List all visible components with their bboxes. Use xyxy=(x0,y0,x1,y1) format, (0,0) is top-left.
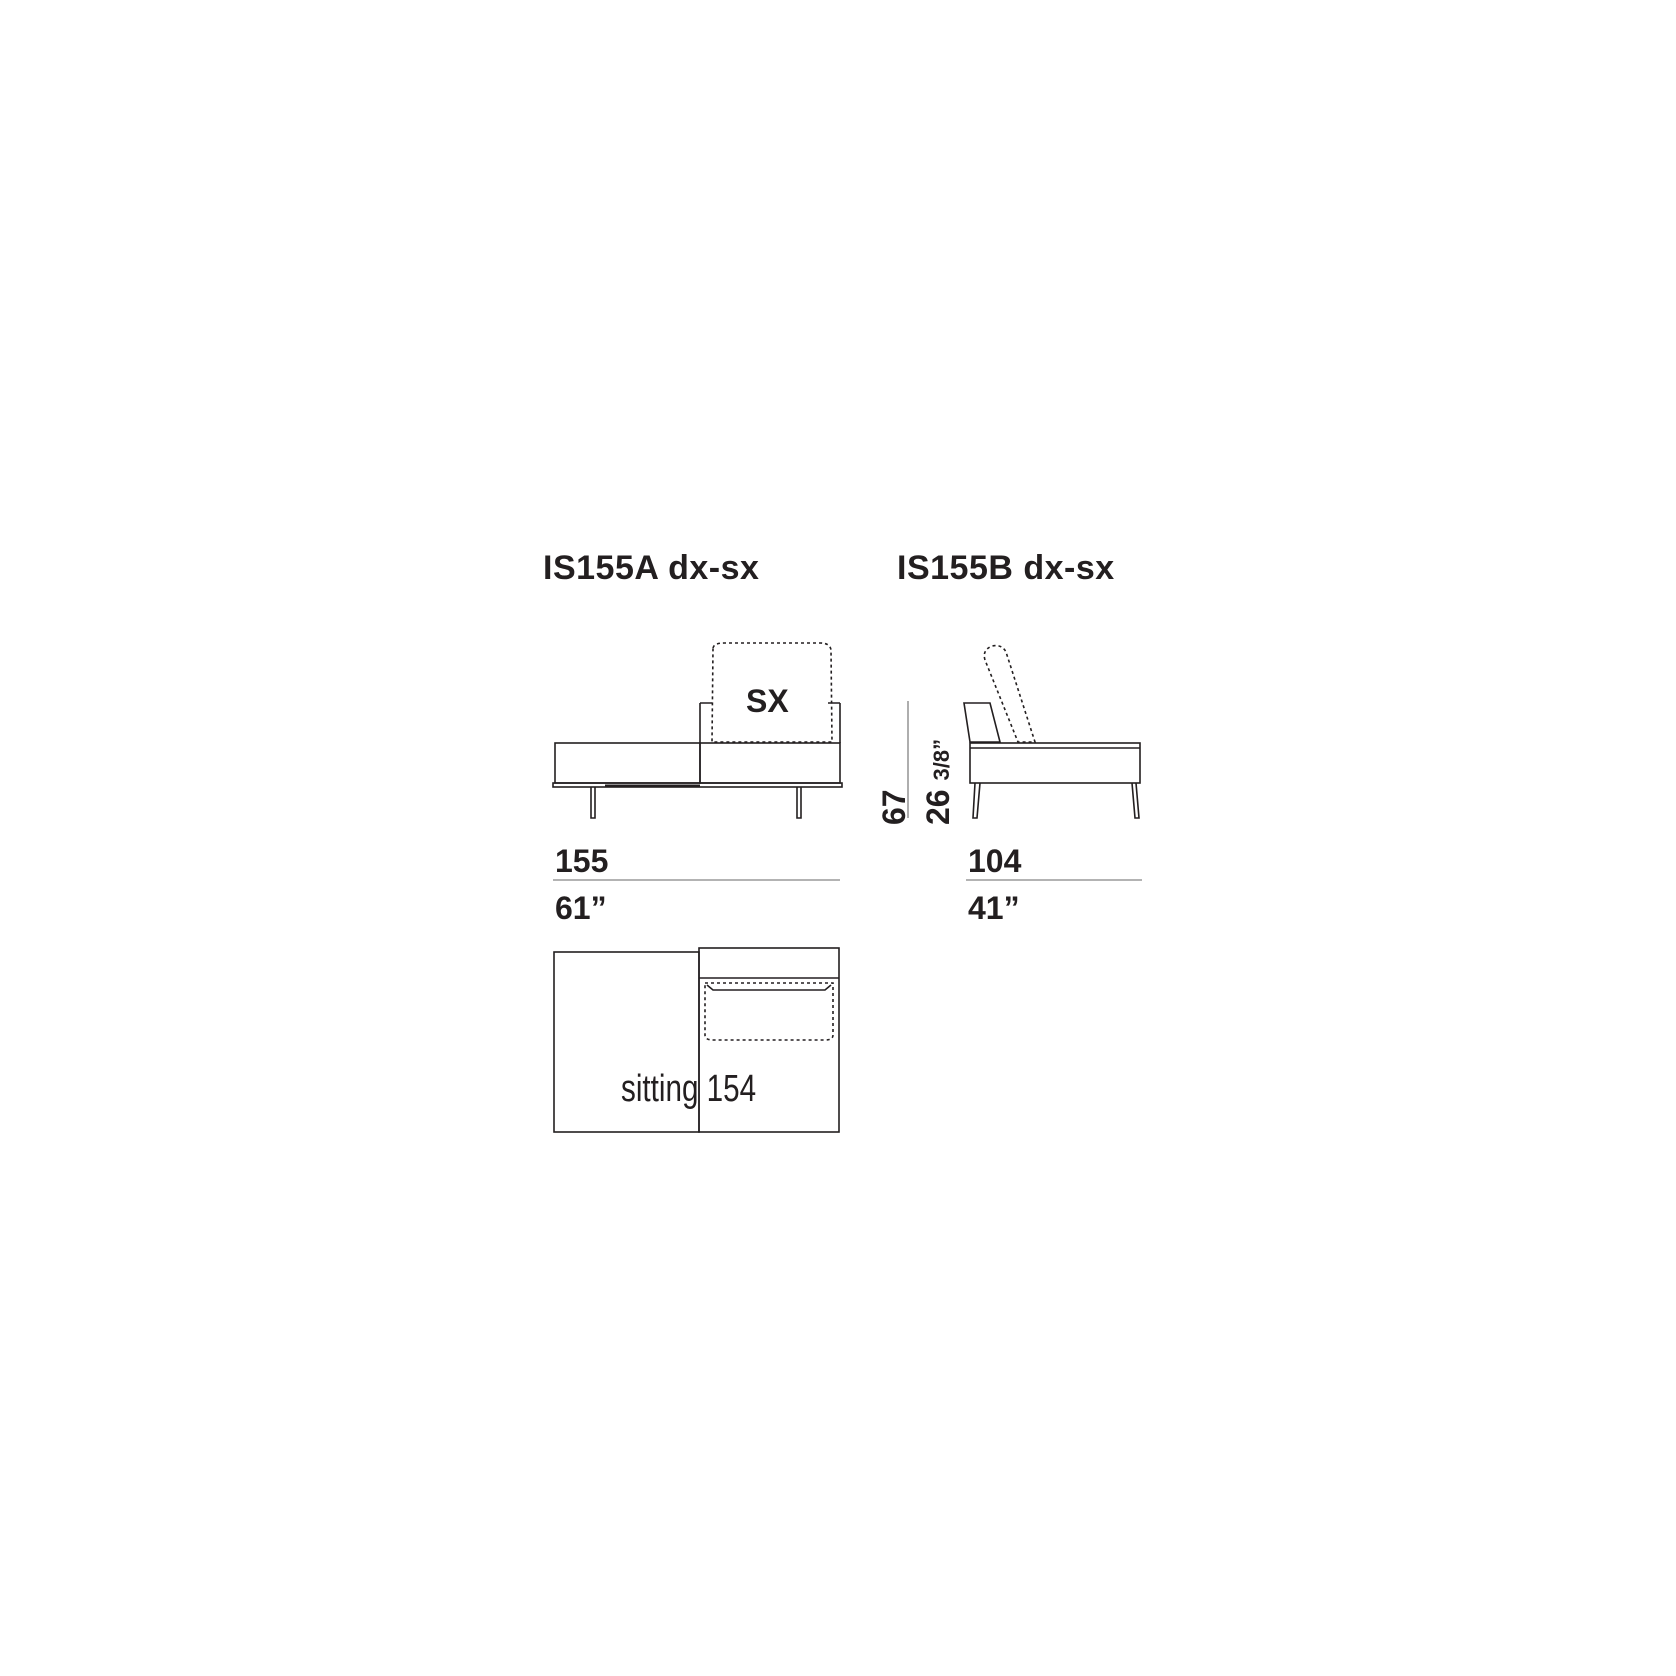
side-back-support xyxy=(963,702,1002,743)
chaise-seat xyxy=(554,742,701,784)
leg-right xyxy=(796,787,802,819)
module-a-width-in: 61” xyxy=(555,890,607,926)
side-leg-front xyxy=(972,782,981,819)
module-a-plan-view xyxy=(553,947,840,1133)
plan-back-frame xyxy=(706,984,832,991)
module-a-front-view xyxy=(552,642,843,819)
plan-back-cushion xyxy=(704,982,834,1041)
seat-height-fraction: 3/8” xyxy=(929,738,954,781)
seat-block xyxy=(699,742,841,784)
module-a-title: IS155A dx-sx xyxy=(543,549,760,587)
module-b-side-view xyxy=(907,644,1141,819)
module-b-width-in: 41” xyxy=(968,890,1020,926)
plan-seat xyxy=(698,947,840,1133)
module-b-title: IS155B dx-sx xyxy=(897,549,1115,587)
module-b-seat-height-in: 26 3/8” xyxy=(920,739,957,825)
back-frame xyxy=(699,702,841,743)
side-seat xyxy=(969,742,1141,784)
seat-height-whole: 26 xyxy=(920,780,956,825)
module-b-height-cm: 67 xyxy=(876,789,912,825)
module-b-width-cm: 104 xyxy=(968,843,1022,879)
side-leg-back xyxy=(1131,782,1140,819)
back-cushion xyxy=(711,642,833,743)
leg-left xyxy=(590,787,596,819)
module-a-width-cm: 155 xyxy=(555,843,609,879)
side-label: SX xyxy=(746,683,789,719)
side-back-cushion xyxy=(983,644,1037,743)
plan-sitting-label: sitting 154 xyxy=(621,1068,757,1110)
